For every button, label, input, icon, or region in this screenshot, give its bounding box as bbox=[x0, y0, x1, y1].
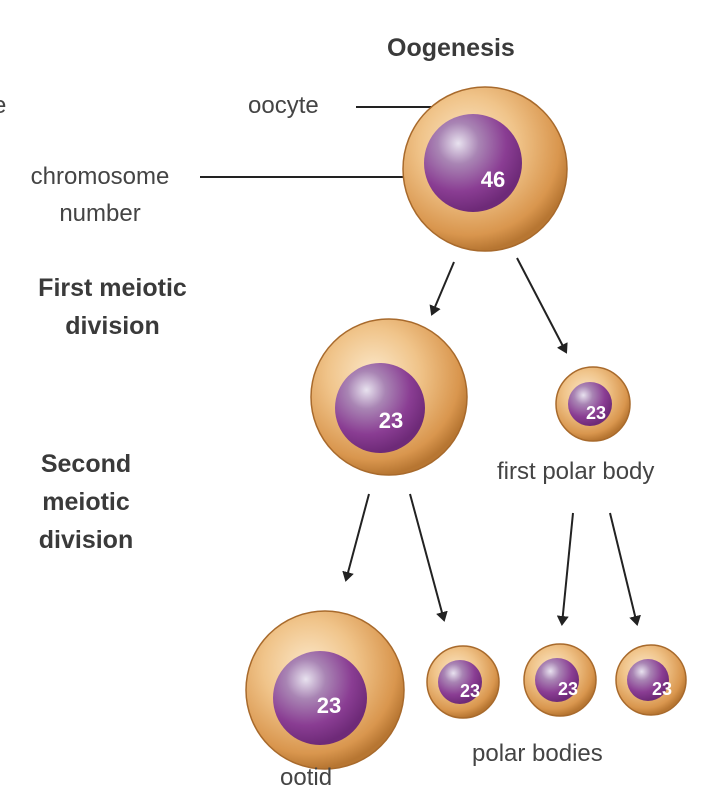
second-meiotic-division-line-2: meiotic bbox=[42, 488, 130, 516]
first-polar-body-cell: 23 bbox=[555, 366, 631, 442]
arrow-to-polar-body-3 bbox=[609, 512, 641, 626]
polar-body-3-cell: 23 bbox=[615, 644, 687, 716]
diagram-title: Oogenesis bbox=[387, 34, 515, 62]
second-meiotic-division-label: Second meiotic division bbox=[26, 445, 146, 559]
arrow-to-first-polar-body bbox=[516, 257, 568, 354]
oocyte-cell: 46 bbox=[402, 86, 568, 252]
polar-body-2-cell: 23 bbox=[523, 643, 597, 717]
second-meiotic-division-line-1: Second bbox=[40, 450, 132, 478]
oocyte-label: oocyte bbox=[248, 92, 319, 119]
chromosome-number-label: chromosome number bbox=[10, 158, 190, 232]
arrow-to-secondary-oocyte bbox=[429, 261, 455, 316]
cropped-edge-text: e bbox=[0, 92, 6, 120]
first-meiotic-division-line-2: division bbox=[65, 312, 160, 340]
ootid-label: ootid bbox=[280, 764, 333, 791]
arrow-to-ootid bbox=[342, 493, 370, 582]
oocyte-chromosome-number: 46 bbox=[481, 167, 505, 192]
first-polar-body-label: first polar body bbox=[497, 458, 655, 485]
second-meiotic-division-line-3: division bbox=[38, 526, 134, 554]
polar-body-3-chromosome-number: 23 bbox=[652, 679, 672, 699]
first-meiotic-division-label: First meiotic division bbox=[30, 269, 195, 345]
polar-body-1-chromosome-number: 23 bbox=[460, 681, 480, 701]
secondary-oocyte-chromosome-number: 23 bbox=[379, 408, 403, 433]
ootid-chromosome-number: 23 bbox=[317, 693, 341, 718]
polar-body-2-chromosome-number: 23 bbox=[558, 679, 578, 699]
chromosome-number-label-line-2: number bbox=[59, 200, 141, 227]
chromosome-number-label-line-1: chromosome bbox=[30, 163, 170, 190]
arrow-to-polar-body-1 bbox=[409, 493, 448, 622]
ootid-cell: 23 bbox=[245, 610, 405, 770]
polar-bodies-label: polar bodies bbox=[472, 740, 603, 767]
secondary-oocyte-cell: 23 bbox=[310, 318, 468, 476]
polar-body-1-cell: 23 bbox=[426, 645, 500, 719]
first-polar-body-chromosome-number: 23 bbox=[586, 403, 606, 423]
first-meiotic-division-line-1: First meiotic bbox=[38, 274, 187, 302]
arrow-to-polar-body-2 bbox=[556, 512, 574, 626]
